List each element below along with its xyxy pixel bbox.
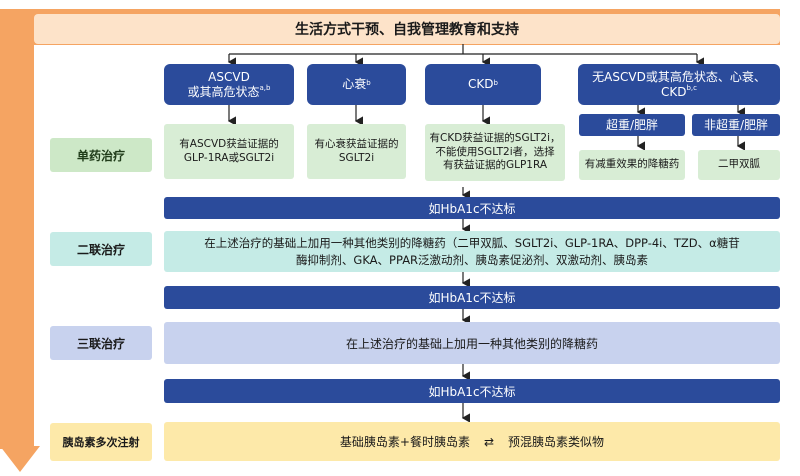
weight-obese: 超重/肥胖 — [579, 114, 685, 136]
category-ascvd-line1: ASCVD — [208, 69, 250, 84]
category-hf-sup: b — [366, 79, 371, 88]
category-hf-label: 心衰 — [342, 77, 367, 91]
insulin-left: 基础胰岛素+餐时胰岛素 — [339, 435, 470, 449]
stage-triple: 三联治疗 — [50, 326, 152, 360]
dual-therapy-box: 在上述治疗的基础上加用一种其他类别的降糖药（二甲双胍、SGLT2i、GLP-1R… — [164, 231, 780, 272]
stage-insulin: 胰岛素多次注射 — [50, 423, 152, 461]
mono-obese: 有减重效果的降糖药 — [579, 150, 685, 180]
insulin-swap-icon: ⇄ — [483, 434, 495, 449]
progression-arrow-vertical — [0, 9, 34, 449]
insulin-box: 基础胰岛素+餐时胰岛素 ⇄ 预混胰岛素类似物 — [164, 422, 780, 461]
category-none: 无ASCVD或其高危状态、心衰、 CKDb,c — [578, 64, 780, 105]
stage-dual: 二联治疗 — [50, 232, 152, 266]
category-none-line2: CKD — [660, 84, 687, 99]
mono-hf: 有心衰获益证据的 SGLT2i — [307, 124, 406, 179]
category-none-sup: b,c — [686, 83, 698, 92]
progression-arrowhead-icon — [0, 446, 40, 472]
category-none-line1: 无ASCVD或其高危状态、心衰、 — [592, 69, 766, 84]
mono-ckd-line2: 不能使用SGLT2i者，选择 — [435, 145, 555, 158]
category-ascvd: ASCVD 或其高危状态a,b — [164, 64, 294, 105]
stage-mono: 单药治疗 — [50, 138, 152, 172]
dual-text-line1: 在上述治疗的基础上加用一种其他类别的降糖药（二甲双胍、SGLT2i、GLP-1R… — [204, 235, 740, 250]
mono-ascvd-line1: 有ASCVD获益证据的 — [179, 137, 279, 150]
category-ascvd-line2: 或其高危状态 — [187, 84, 260, 99]
category-ckd-label: CKD — [468, 77, 494, 91]
dual-text-line2: 酶抑制剂、GKA、PPAR泛激动剂、胰岛素促泌剂、双激动剂、胰岛素 — [295, 252, 649, 267]
lifestyle-banner: 生活方式干预、自我管理教育和支持 — [34, 14, 780, 44]
mono-hf-line2: SGLT2i — [338, 151, 375, 164]
category-ckd-sup: b — [493, 79, 498, 88]
category-ascvd-sup: a,b — [259, 83, 271, 92]
mono-ascvd-line2: GLP-1RA或SGLT2i — [183, 151, 275, 164]
triple-therapy-box: 在上述治疗的基础上加用一种其他类别的降糖药 — [164, 322, 780, 364]
mono-ascvd: 有ASCVD获益证据的 GLP-1RA或SGLT2i — [164, 124, 294, 179]
hba1c-bar-3: 如HbA1c不达标 — [164, 379, 780, 403]
weight-non-obese: 非超重/肥胖 — [692, 114, 780, 136]
insulin-right: 预混胰岛素类似物 — [508, 435, 605, 449]
mono-ckd: 有CKD获益证据的SGLT2i， 不能使用SGLT2i者，选择 有获益证据的GL… — [425, 124, 565, 181]
mono-hf-line1: 有心衰获益证据的 — [314, 137, 399, 150]
mono-non-obese: 二甲双胍 — [698, 150, 780, 180]
mono-ckd-line3: 有获益证据的GLP1RA — [442, 159, 548, 172]
hba1c-bar-1: 如HbA1c不达标 — [164, 197, 780, 219]
mono-ckd-line1: 有CKD获益证据的SGLT2i， — [429, 132, 561, 145]
hba1c-bar-2: 如HbA1c不达标 — [164, 286, 780, 309]
